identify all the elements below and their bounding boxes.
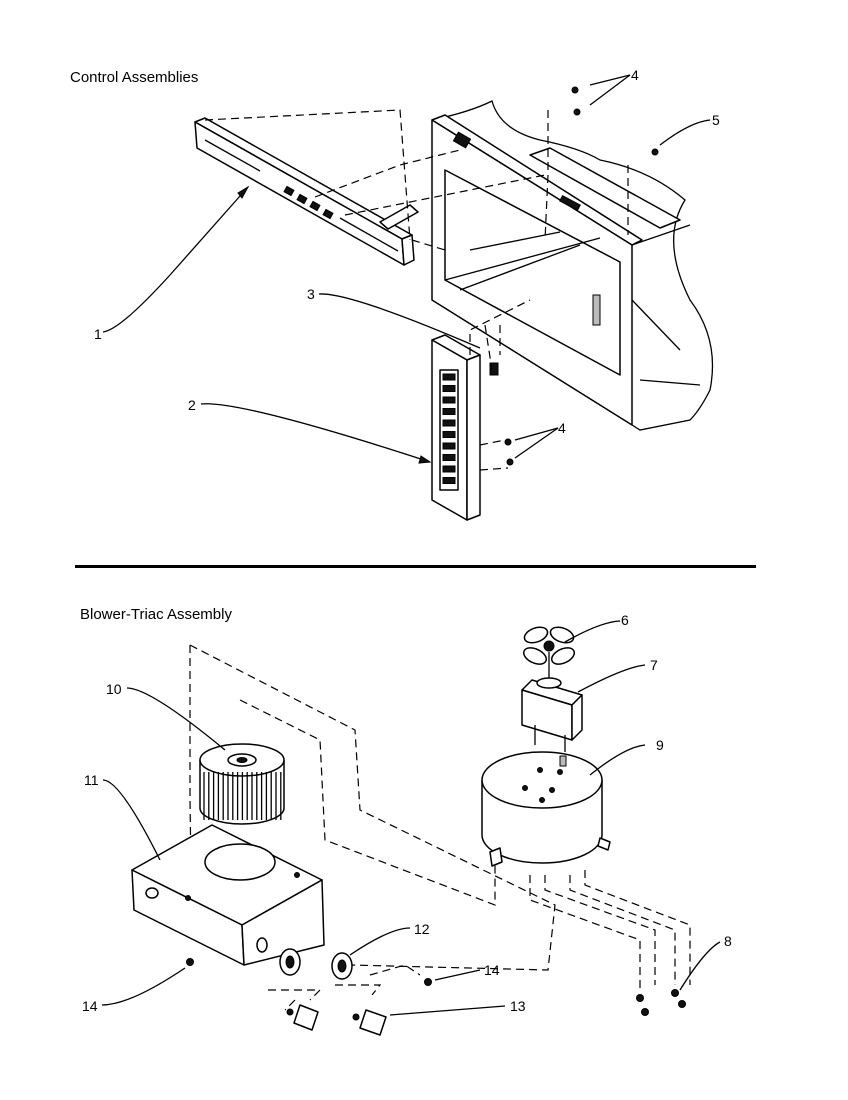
- keypad-key: [442, 465, 456, 473]
- callout-11: 11: [84, 772, 99, 788]
- control-alignment-lines: [204, 109, 629, 471]
- part-6-fan-blade: [522, 626, 576, 665]
- callout-2: 2: [188, 397, 196, 413]
- part-8-screws: [636, 989, 686, 1016]
- part-2-vertical-keypad: [431, 334, 481, 521]
- callout-3: 3: [307, 286, 315, 302]
- keypad-key: [442, 454, 456, 461]
- part-12-triac: [279, 948, 353, 980]
- callout-9: 9: [656, 737, 664, 753]
- keypad-key: [442, 477, 456, 484]
- keypad-key: [442, 385, 456, 392]
- keypad-key: [442, 396, 456, 404]
- callout-5: 5: [712, 112, 720, 128]
- callout-13: 13: [510, 998, 526, 1014]
- part-13-terminals: [286, 1004, 387, 1036]
- part-7-motor: [521, 652, 583, 752]
- callout-4-lower: 4: [558, 420, 566, 436]
- control-leader-lines: [102, 74, 711, 464]
- callout-6: 6: [621, 612, 629, 628]
- control-assemblies-title: Control Assemblies: [70, 69, 199, 86]
- callout-10: 10: [106, 681, 122, 697]
- control-housing-frame: [431, 100, 714, 431]
- blower-triac-assembly-title: Blower-Triac Assembly: [80, 606, 232, 623]
- callout-1: 1: [94, 326, 102, 342]
- section-divider: [75, 565, 756, 568]
- callout-14-left: 14: [82, 998, 98, 1014]
- keypad-key: [442, 373, 456, 381]
- callout-8: 8: [724, 933, 732, 949]
- part-1-control-panel: [194, 117, 419, 266]
- callout-7: 7: [650, 657, 658, 673]
- callout-4-top: 4: [631, 67, 639, 83]
- part-11-bracket: [131, 824, 325, 966]
- keypad-key: [442, 431, 456, 438]
- blower-leader-lines: [101, 620, 721, 1016]
- keypad-key: [442, 408, 456, 415]
- callout-labels: 1 2 3 4 4 5 6 7 8 9 10 11 12 13 14 14: [82, 67, 732, 1014]
- part-14-screws: [186, 958, 432, 986]
- callout-12: 12: [414, 921, 430, 937]
- callout-14-right: 14: [484, 962, 500, 978]
- control-screws: [504, 86, 659, 466]
- keypad-key: [442, 419, 456, 427]
- keypad-key: [442, 442, 456, 450]
- part-3-screw: [489, 362, 499, 376]
- part-9-housing: [481, 751, 611, 867]
- part-10-blower-wheel: [199, 743, 285, 825]
